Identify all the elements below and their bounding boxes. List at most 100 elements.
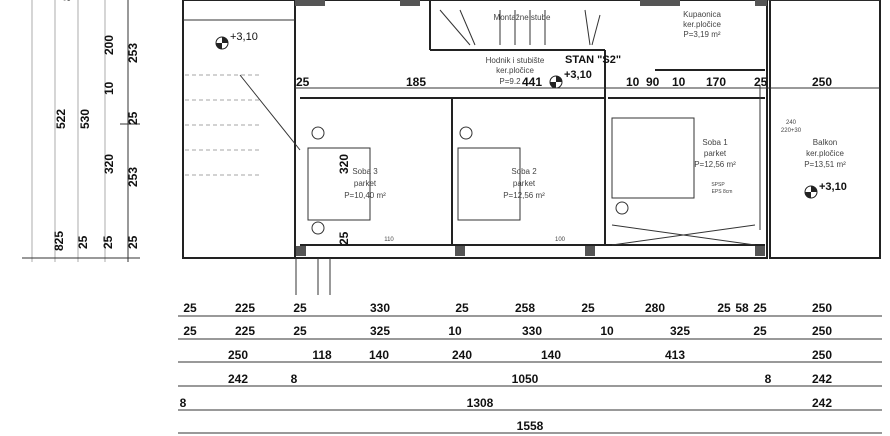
level-mark: +3,10 (819, 181, 847, 193)
dim-label: 25 (296, 75, 310, 89)
dim-label: 8 (291, 372, 298, 386)
left-dimension-labels: 115 8 25 25 522 530 200 10 320 253 25 25… (52, 0, 140, 251)
dim-label: 10 (600, 324, 614, 338)
room-floor: parket (704, 149, 727, 158)
stairs (185, 9, 601, 176)
dim-label: 25 (126, 111, 140, 125)
room-kupaonica: Kupaonica ker.pločice P=3,19 m² (683, 10, 721, 39)
dim-label: 8 (765, 372, 772, 386)
dim-label: 185 (406, 75, 426, 89)
dim-label: 1308 (467, 396, 494, 410)
note: 100 (555, 237, 566, 243)
dim-label: 250 (812, 75, 832, 89)
level-marker-icon: +3,10 (549, 69, 592, 89)
bottom-dimension-lines (178, 315, 882, 434)
dim-label: 242 (812, 372, 832, 386)
dim-label: 250 (228, 348, 248, 362)
dim-label: 250 (812, 301, 832, 315)
dim-label: 170 (706, 75, 726, 89)
dim-label: 25 (183, 301, 197, 315)
room-area: P=10,40 m² (344, 191, 386, 200)
level-mark: +3,10 (230, 31, 258, 43)
dim-label: 250 (812, 348, 832, 362)
room-hodnik: Hodnik i stubište ker.pločice P=9.2 (486, 56, 545, 86)
room-area: P=3,19 m² (683, 30, 720, 39)
room-floor: ker.pločice (683, 20, 721, 29)
level-marker-icon: +3,10 (804, 181, 847, 199)
dim-label: 825 (52, 231, 66, 251)
dim-label: 90 (646, 75, 660, 89)
dim-label: 250 (812, 324, 832, 338)
room-name: Soba 3 (352, 167, 378, 176)
dim-label: 140 (369, 348, 389, 362)
dim-label: 25 (293, 324, 307, 338)
dim-label: 330 (522, 324, 542, 338)
room-name: Balkon (813, 138, 837, 147)
dim-label: 10 (448, 324, 462, 338)
dim-label: 25 (455, 301, 469, 315)
dim-label: 10 (102, 81, 116, 95)
room-area: P=12,56 m² (694, 160, 736, 169)
dim-label: 58 (735, 301, 749, 315)
dim-label: 280 (645, 301, 665, 315)
note: 220+30 (781, 128, 802, 134)
dim-label: 25 (126, 235, 140, 249)
room-floor: ker.pločice (496, 66, 534, 75)
room-name: Hodnik i stubište (486, 56, 545, 65)
room-floor: parket (513, 179, 536, 188)
dim-label: 320 (337, 154, 351, 174)
dim-label: 413 (665, 348, 685, 362)
dim-label: 1558 (517, 419, 544, 433)
room-soba-2: Soba 2 parket P=12,56 m² (503, 167, 545, 200)
left-dimension-lines (22, 0, 140, 262)
dim-label: 25 (183, 324, 197, 338)
dim-label: 25 (337, 231, 351, 245)
room-balkon: Balkon ker.pločice P=13,51 m² (804, 138, 846, 169)
dim-label: 240 (452, 348, 472, 362)
room-name: Kupaonica (683, 10, 721, 19)
dim-label: 325 (370, 324, 390, 338)
note: SPSP (711, 182, 725, 188)
dim-label: 8 (60, 0, 74, 1)
walls (182, 0, 881, 295)
stairs-label: Montažne stube (494, 13, 551, 22)
note: 110 (384, 237, 394, 243)
dim-label: 25 (753, 301, 767, 315)
dim-label: 242 (812, 396, 832, 410)
beds (307, 117, 756, 246)
note: 240 (786, 120, 797, 126)
dim-label: 522 (54, 109, 68, 129)
level-marker-icon: +3,10 (215, 31, 258, 50)
dim-label: 25 (717, 301, 731, 315)
dim-label: 225 (235, 324, 255, 338)
dim-label: 25 (581, 301, 595, 315)
small-notes: 110 100 240 220+30 SPSP EPS 8cm (384, 120, 802, 243)
dim-label: 25 (754, 75, 768, 89)
dim-label: 253 (126, 43, 140, 63)
room-area: P=12,56 m² (503, 191, 545, 200)
note: EPS 8cm (712, 189, 733, 195)
dim-label: 253 (126, 167, 140, 187)
dim-label: 320 (102, 154, 116, 174)
dim-label: 118 (312, 348, 332, 362)
dim-label: 225 (235, 301, 255, 315)
room-soba-1: Soba 1 parket P=12,56 m² (694, 138, 736, 169)
dim-label: 330 (370, 301, 390, 315)
dim-label: 441 (522, 75, 542, 89)
room-name: Soba 2 (511, 167, 537, 176)
dim-label: 1050 (512, 372, 539, 386)
room-soba-3: Soba 3 parket P=10,40 m² (344, 167, 386, 200)
dim-label: 242 (228, 372, 248, 386)
room-name: Soba 1 (702, 138, 728, 147)
apartment-label: STAN "S2" (565, 54, 621, 66)
room-area: P=13,51 m² (804, 160, 846, 169)
dim-label: 25 (101, 235, 115, 249)
dim-label: 140 (541, 348, 561, 362)
room-floor: parket (354, 179, 377, 188)
dim-label: 200 (102, 35, 116, 55)
dim-label: 10 (672, 75, 686, 89)
bottom-dimension-labels: 25 225 25 330 25 258 25 280 25 58 25 250… (180, 301, 833, 433)
dim-label: 10 (626, 75, 640, 89)
dim-label: 258 (515, 301, 535, 315)
